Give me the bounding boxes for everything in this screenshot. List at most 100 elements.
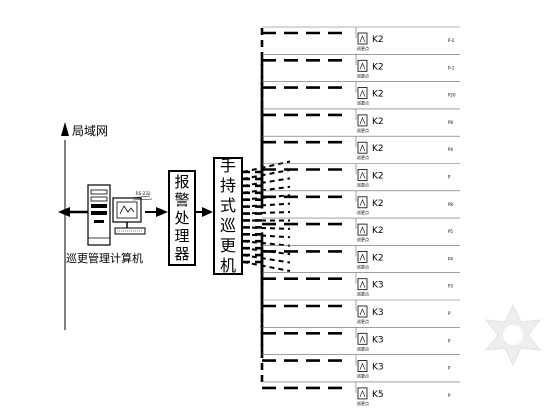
station-label: K5 [372, 390, 384, 400]
fan-link [242, 185, 291, 194]
patrol-link [243, 253, 264, 355]
alarm-processor-box: 报 警 处 理 器 [168, 170, 196, 266]
handheld-patrol-box: 手 持 式 巡 更 机 [213, 157, 243, 275]
station-side-label: P4 [448, 147, 453, 152]
fan-link [242, 168, 291, 180]
handheld-char: 更 [219, 236, 236, 255]
station-tag: 巡更点 [357, 209, 369, 215]
handheld-char: 式 [219, 196, 236, 215]
station-symbol [359, 390, 366, 398]
patrol-link [243, 239, 264, 300]
alarm-char: 警 [174, 190, 190, 209]
station-label: K2 [372, 35, 384, 45]
station-side-label: P [448, 175, 451, 180]
station-box [357, 305, 368, 318]
alarm-char: 器 [174, 244, 190, 263]
alarm-char: 处 [174, 208, 190, 227]
handheld-char: 机 [219, 256, 236, 275]
station-symbol [359, 144, 366, 152]
fan-link [242, 211, 291, 215]
lan-label: 局域网 [72, 124, 109, 138]
station-box [357, 278, 368, 291]
station-tag: 巡更点 [357, 100, 369, 106]
fan-link [242, 194, 291, 201]
computer-tower [87, 184, 111, 246]
station-symbol [359, 62, 366, 70]
station-tag: 巡更点 [357, 182, 369, 188]
station-side-label: P [448, 311, 451, 316]
alarm-char: 理 [174, 226, 190, 245]
alarm-handheld-link [196, 207, 213, 217]
station-tag: 巡更点 [357, 263, 369, 269]
station-label: K3 [372, 308, 384, 318]
station-box [357, 387, 368, 400]
station-symbol [359, 253, 366, 261]
station-tag: 巡更点 [357, 154, 369, 160]
computer-label: 巡更管理计算机 [66, 252, 143, 265]
station-box [357, 332, 368, 345]
patrol-link [243, 27, 264, 174]
station-side-label: P [448, 393, 451, 398]
station-side-label: P3 [448, 284, 453, 289]
patrol-link [243, 260, 264, 382]
station-tag: 巡更点 [357, 72, 369, 78]
station-box [357, 223, 368, 236]
station-label: K2 [372, 199, 384, 209]
patrol-links [242, 27, 350, 390]
fan-link [242, 177, 291, 187]
station-side-label: P5 [448, 229, 453, 234]
station-label: K3 [372, 363, 384, 373]
station-symbol [359, 362, 366, 370]
watermark-logo [484, 303, 542, 367]
station-tag: 巡更点 [357, 345, 369, 351]
station-symbol [359, 308, 366, 316]
station-box [357, 141, 368, 154]
station-label: K2 [372, 226, 384, 236]
station-side-label: P8 [448, 202, 453, 207]
svg-text:RS-232: RS-232 [136, 191, 151, 196]
station-box [357, 196, 368, 209]
fan-link [242, 240, 291, 247]
station-side-label: P-1 [448, 65, 455, 70]
serial-connector: RS-232 [129, 191, 153, 201]
patrol-link [243, 233, 264, 273]
station-box [357, 169, 368, 181]
station-label: K3 [372, 281, 384, 291]
fan-link [242, 261, 291, 272]
handheld-char: 持 [219, 176, 236, 195]
station-side-label: P4 [448, 256, 453, 261]
patrol-link [243, 246, 264, 328]
station-label: K2 [372, 90, 384, 100]
station-box [357, 114, 368, 127]
station-symbol [359, 171, 366, 179]
station-symbol [359, 117, 366, 125]
station-label: K2 [372, 172, 384, 182]
station-label: K2 [372, 117, 384, 127]
station-tag: 巡更点 [357, 127, 369, 133]
station-side-label: P [448, 338, 451, 343]
station-tag: 巡更点 [357, 236, 369, 242]
station-box [357, 360, 368, 373]
station-side-label: P-2 [448, 38, 455, 43]
station-side-label: P20 [448, 93, 456, 98]
alarm-char: 报 [174, 172, 190, 191]
station-box [357, 59, 368, 72]
station-tag: 巡更点 [357, 373, 369, 379]
station-side-label: P [448, 366, 451, 371]
pc-alarm-link [145, 207, 168, 217]
station-label: K2 [372, 62, 384, 72]
fan-link [242, 233, 291, 239]
fan-link [242, 202, 291, 208]
